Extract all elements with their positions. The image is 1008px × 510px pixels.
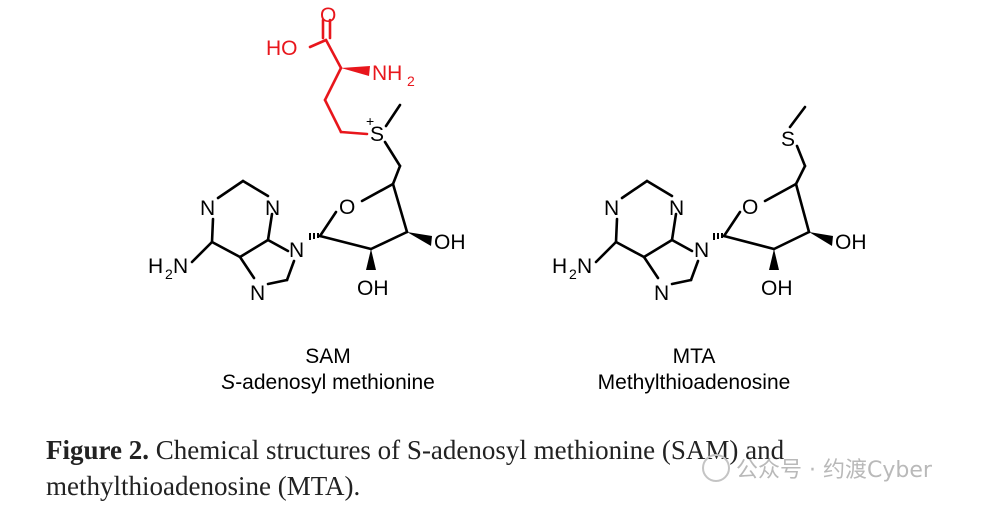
atom-sam-n1: N [200, 197, 215, 220]
wedge-nh2 [341, 66, 370, 76]
atom-amine-nh: NH [372, 62, 402, 85]
bond-c3-c2 [772, 230, 811, 251]
bond-c5-c4 [238, 238, 270, 259]
atom-mta-n1: N [604, 197, 619, 220]
atom-mta-amine-n: N [577, 255, 592, 278]
bond-c4-n3 [266, 212, 274, 242]
bond-ch2-c4 [391, 164, 402, 186]
bond-c4-n3 [670, 212, 678, 242]
mta-structure: S O OH OH N N N N H 2 N [552, 105, 867, 305]
bond-c6-nh2 [190, 240, 214, 264]
atom-sam-n9: N [289, 239, 304, 262]
atom-mta-oh2: OH [761, 277, 793, 300]
sam-structure: O HO NH 2 S + O OH OH N N [148, 4, 466, 305]
sam-fullname-rest: -adenosyl methionine [235, 371, 435, 394]
bond-n9-c8 [689, 259, 700, 282]
bond-n7-c5 [238, 255, 256, 280]
bond-n3-c2 [241, 179, 270, 198]
caption-text: Chemical structures of S-adenosyl methio… [46, 435, 785, 501]
atom-sam-sulfur: S [370, 123, 384, 146]
wedge-c3-oh [809, 232, 833, 246]
bond-c2-c1 [318, 234, 373, 251]
bond-cgamma-s [339, 130, 369, 136]
bond-c2-c1 [722, 234, 776, 251]
atom-mta-n7: N [654, 282, 669, 305]
caption-label: Figure 2. [46, 435, 149, 465]
bond-c5-c4 [642, 238, 674, 259]
atom-sam-oh3: OH [434, 231, 466, 254]
atom-carbonyl-o: O [320, 4, 336, 27]
hash-c1-n9 [713, 233, 723, 240]
wechat-logo-icon [702, 454, 730, 482]
bond-calpha-cbeta [323, 66, 343, 102]
bond-o-c1 [318, 210, 338, 238]
bond-c6-c5 [210, 240, 242, 259]
bond-n9-c4 [266, 238, 290, 253]
bond-c4-o [360, 182, 395, 203]
bond-cbeta-cgamma [323, 98, 343, 134]
watermark: 公众号 · 约渡Cyber [702, 452, 932, 484]
atom-sam-n3: N [265, 197, 280, 220]
bond-c8-n7 [266, 278, 289, 286]
sam-fullname-label: S-adenosyl methionine [178, 371, 478, 395]
atom-sam-oh2: OH [357, 277, 389, 300]
watermark-text: 公众号 · 约渡Cyber [736, 458, 932, 483]
atom-mta-n3: N [669, 197, 684, 220]
wedge-c2-oh [366, 249, 376, 270]
bond-c3-c2 [369, 230, 409, 251]
atom-mta-h-sub: 2 [569, 266, 577, 282]
bond-s-ch2 [383, 140, 402, 168]
bond-ch2-c4 [794, 164, 807, 186]
atom-mta-oh3: OH [835, 231, 867, 254]
sulfonium-charge: + [366, 113, 374, 129]
figure-caption: Figure 2. Chemical structures of S-adeno… [46, 432, 976, 504]
structures-svg: O HO NH 2 S + O OH OH N N [148, 4, 867, 305]
bond-c8-n7 [670, 278, 693, 286]
bond-c2-n1 [216, 179, 245, 200]
mta-fullname-label: Methylthioadenosine [597, 371, 791, 394]
atom-sam-n7: N [250, 282, 265, 305]
bond-c4-c3 [794, 182, 811, 234]
wedge-c2-oh [769, 249, 779, 270]
bond-c6-c5 [614, 240, 646, 259]
bond-c4-c3 [391, 182, 409, 234]
mta-abbrev-label: MTA [672, 345, 716, 368]
wedge-c3-oh [407, 232, 432, 246]
atom-sam-amine-n: N [173, 255, 188, 278]
bond-n1-c6 [210, 217, 215, 244]
atom-mta-sulfur: S [781, 128, 795, 151]
bond-c6-nh2 [594, 240, 618, 264]
bond-acid-ho-c [308, 38, 328, 49]
atom-mta-n9: N [694, 239, 709, 262]
bond-n3-c2 [645, 179, 674, 198]
sam-methionine-chain: O HO NH 2 [266, 4, 415, 136]
bond-methyl-s [788, 105, 807, 129]
atom-sam-ring-o: O [339, 196, 355, 219]
bond-n9-c4 [670, 238, 694, 253]
bond-n1-c6 [614, 217, 619, 244]
atom-amine-sub: 2 [407, 73, 415, 89]
sam-fullname-italic: S [221, 371, 236, 394]
bond-n9-c8 [285, 259, 296, 282]
atom-acid-ho: HO [266, 37, 298, 60]
atom-sam-h: H [148, 255, 163, 278]
bond-s-methyl [384, 103, 402, 128]
atom-mta-ring-o: O [742, 196, 758, 219]
bond-s-ch2 [795, 144, 807, 168]
hash-c1-n9 [309, 233, 319, 240]
sam-abbrev-label: SAM [305, 345, 351, 368]
bond-c2-n1 [620, 179, 649, 200]
bond-c4-o [763, 182, 798, 203]
atom-mta-h: H [552, 255, 567, 278]
atom-sam-h-sub: 2 [165, 266, 173, 282]
bond-c-calpha [324, 38, 343, 70]
bond-o-c1 [722, 210, 742, 238]
bond-n7-c5 [642, 255, 660, 280]
